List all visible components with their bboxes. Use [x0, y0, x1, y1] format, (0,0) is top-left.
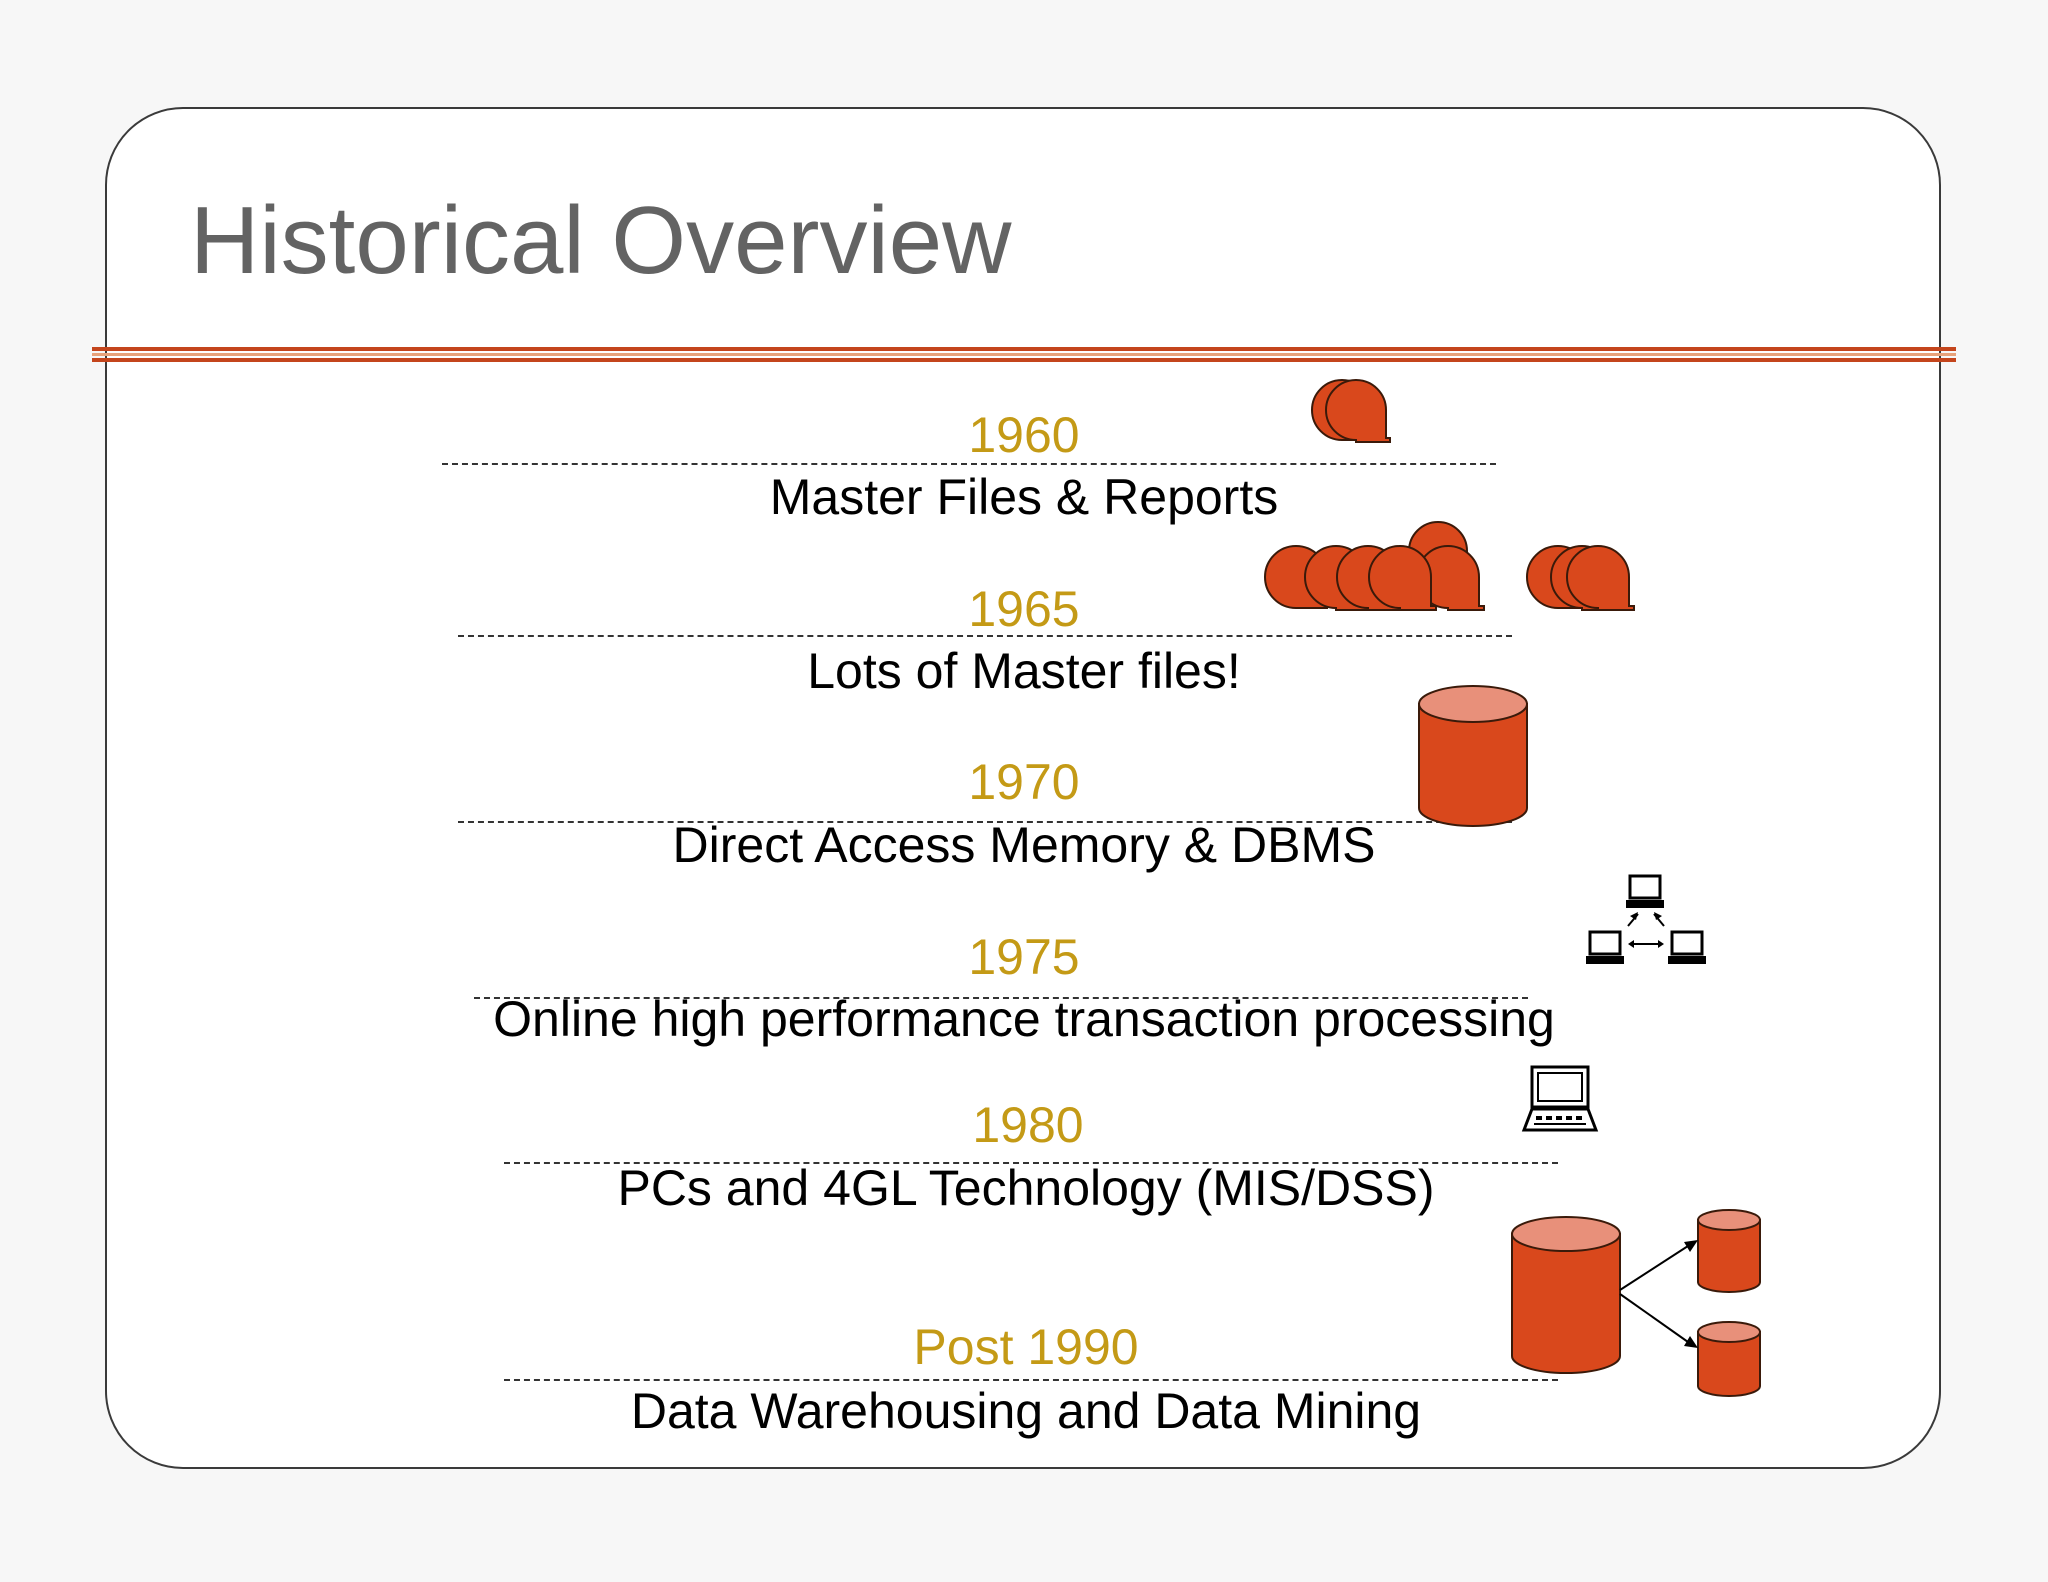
era-year: 1975 [968, 929, 1080, 985]
era-description: Data Warehousing and Data Mining [630, 1383, 1422, 1439]
era-year: Post 1990 [913, 1319, 1139, 1375]
title-rule [92, 347, 1956, 351]
era-year: 1980 [972, 1097, 1084, 1153]
era-divider [504, 1162, 1558, 1164]
era-description: Master Files & Reports [769, 469, 1279, 525]
laptop-icon [1521, 1065, 1599, 1132]
era-divider [442, 463, 1496, 465]
data-warehouse-icon [1511, 1209, 1761, 1397]
era-year: 1965 [968, 581, 1080, 637]
era-description: Direct Access Memory & DBMS [672, 817, 1376, 873]
slide-frame [105, 107, 1941, 1469]
tape-reels-icon [1264, 521, 1635, 611]
slide-title: Historical Overview [190, 187, 1012, 294]
tape-reel-icon [1311, 379, 1391, 443]
era-description: PCs and 4GL Technology (MIS/DSS) [617, 1160, 1435, 1216]
era-description: Lots of Master files! [807, 643, 1241, 699]
title-rule-lower [92, 358, 1956, 362]
era-description: Online high performance transaction proc… [493, 991, 1555, 1047]
era-divider [458, 635, 1512, 637]
era-year: 1960 [968, 407, 1080, 463]
network-computers-icon [1586, 874, 1706, 964]
era-divider [504, 1379, 1558, 1381]
database-cylinder-icon [1418, 685, 1528, 827]
era-divider [474, 997, 1528, 999]
era-year: 1970 [968, 754, 1080, 810]
era-divider [458, 821, 1512, 823]
title-rule-highlight [92, 353, 1956, 356]
